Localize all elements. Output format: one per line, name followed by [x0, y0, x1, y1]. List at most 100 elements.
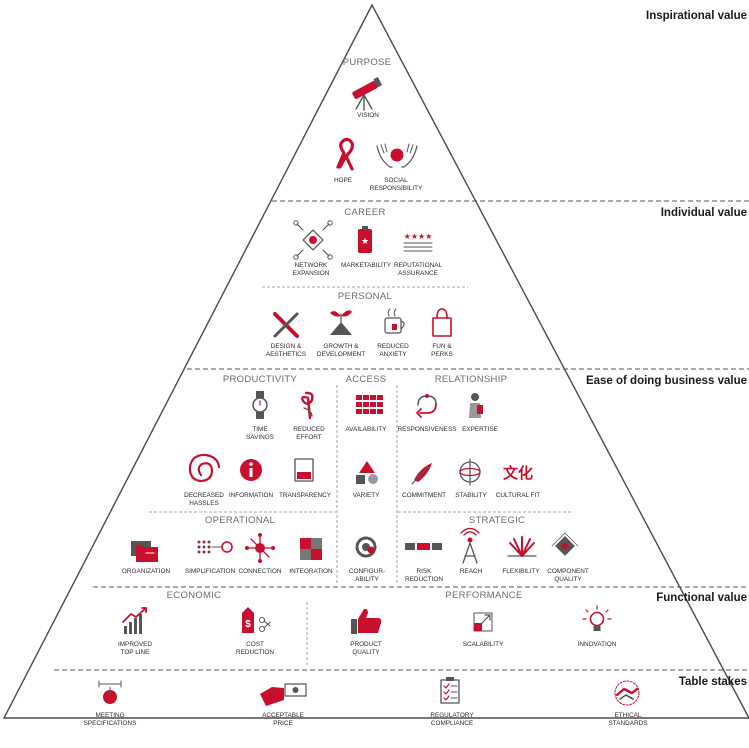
reduced-effort-label: REDUCED: [293, 426, 325, 433]
variety-label: VARIETY: [353, 492, 381, 499]
reduced-effort-label: EFFORT: [296, 434, 322, 441]
acceptable-price-label: PRICE: [273, 720, 293, 727]
section-access: ACCESS: [346, 374, 387, 385]
fun-perks-label: PERKS: [431, 351, 453, 358]
section-purpose: PURPOSE: [343, 57, 392, 68]
info-icon: [240, 459, 262, 481]
level-label-functional: Functional value: [656, 592, 747, 604]
shopping-bag-icon: [432, 308, 452, 337]
expert-icon: [469, 393, 483, 418]
spiral-icon: [188, 453, 221, 483]
information-label: INFORMATION: [229, 492, 274, 499]
gyroscope-icon: [459, 458, 481, 486]
gear-hand-icon: [355, 536, 377, 558]
configurability-label: ABILITY: [355, 576, 380, 583]
svg-text:★★★★: ★★★★: [404, 232, 433, 241]
commitment-label: COMMITMENT: [402, 492, 446, 499]
network-expansion-label: NETWORK: [295, 262, 328, 269]
light-bulb-icon: [582, 605, 612, 631]
vision-label: VISION: [357, 112, 379, 119]
risk-reduction-label: REDUCTION: [405, 576, 443, 583]
handshake-icon: [614, 680, 640, 706]
characters-icon: 文化: [503, 464, 533, 482]
level-label-inspirational: Inspirational value: [646, 10, 747, 22]
regulatory-compliance-label: REGULATORY: [430, 712, 474, 719]
dots-to-circle-icon: [197, 540, 233, 554]
configurability-label: CONFIGUR-: [349, 568, 385, 575]
telescope-icon: [352, 77, 382, 111]
checklist-icon: [440, 677, 460, 704]
transparency-label: TRANSPARENCY: [279, 492, 332, 499]
innovation-label: INNOVATION: [578, 641, 617, 648]
money-hand-icon: [260, 683, 307, 706]
social-responsibility-label: RESPONSIBILITY: [370, 185, 423, 192]
availability-label: AVAILABILITY: [346, 426, 388, 433]
glass-icon: [294, 458, 314, 482]
social-responsibility-label: SOCIAL: [384, 177, 408, 184]
section-relationship: RELATIONSHIP: [435, 374, 508, 385]
meeting-specifications-label: SPECIFICATIONS: [84, 720, 137, 727]
network-expansion-label: EXPANSION: [293, 270, 330, 277]
connection-label: CONNECTION: [239, 568, 282, 575]
stars-icon: ★★★★: [403, 232, 433, 252]
shapes-icon: [356, 461, 378, 484]
target-measure-icon: [98, 680, 122, 704]
expand-icon: [473, 612, 493, 632]
responsiveness-label: RESPONSIVENESS: [398, 426, 457, 433]
design-aesthetics-label: AESTHETICS: [266, 351, 306, 358]
thumbs-up-icon: [351, 608, 382, 634]
hub-icon: [245, 533, 275, 563]
quill-icon: [411, 463, 432, 485]
section-personal: PERSONAL: [338, 291, 392, 302]
hope-label: HOPE: [334, 177, 352, 184]
level-label-individual: Individual value: [661, 207, 747, 219]
organization-label: ORGANIZATION: [122, 568, 171, 575]
regulatory-compliance-label: COMPLIANCE: [431, 720, 473, 727]
improved-top-line-label: IMPROVED: [118, 641, 152, 648]
fun-perks-label: FUN &: [432, 343, 452, 350]
component-quality-label: COMPONENT: [547, 568, 589, 575]
cost-reduction-label: REDUCTION: [236, 649, 274, 656]
level-label-ease: Ease of doing business value: [586, 375, 747, 387]
puzzle-icon: [300, 538, 322, 560]
section-performance: PERFORMANCE: [445, 590, 522, 601]
expertise-label: EXPERTISE: [462, 426, 498, 433]
decreased-hassles-label: DECREASED: [184, 492, 224, 499]
risk-reduction-label: RISK: [417, 568, 433, 575]
cultural-fit-label: CULTURAL FIT: [496, 492, 540, 499]
tower-icon: [460, 527, 480, 564]
marketability-label: MARKETABILITY: [341, 262, 392, 269]
pencil-ruler-icon: [273, 312, 299, 338]
watch-icon: [252, 391, 268, 419]
reduced-anxiety-label: ANXIETY: [379, 351, 407, 358]
flexibility-label: FLEXIBILITY: [502, 568, 540, 575]
section-career: CAREER: [344, 207, 385, 218]
cycle-arrow-icon: [416, 394, 437, 418]
simplification-label: SIMPLIFICATION: [185, 568, 236, 575]
level-label-table-stakes: Table stakes: [679, 676, 747, 688]
chip-icon: [551, 532, 579, 556]
section-productivity: PRODUCTIVITY: [223, 374, 298, 385]
chain-link-icon: [405, 543, 442, 550]
time-savings-label: SAVINGS: [246, 434, 274, 441]
svg-text:★: ★: [361, 236, 369, 246]
growth-development-label: GROWTH &: [323, 343, 359, 350]
product-quality-label: QUALITY: [352, 649, 380, 656]
badge-icon: ★: [358, 226, 372, 253]
integration-label: INTEGRATION: [289, 568, 333, 575]
reach-label: REACH: [460, 568, 483, 575]
improved-top-line-label: TOP LINE: [121, 649, 150, 656]
reduced-anxiety-label: REDUCED: [377, 343, 409, 350]
ribbon-icon: [336, 137, 354, 171]
section-economic: ECONOMIC: [167, 590, 222, 601]
folders-icon: [131, 541, 158, 562]
fan-icon: [507, 536, 537, 557]
decreased-hassles-label: HASSLES: [189, 500, 218, 507]
hands-globe-icon: [376, 143, 418, 168]
stability-label: STABILITY: [455, 492, 487, 499]
growth-development-label: DEVELOPMENT: [317, 351, 365, 358]
component-quality-label: QUALITY: [554, 576, 582, 583]
tea-cup-icon: [384, 308, 405, 334]
